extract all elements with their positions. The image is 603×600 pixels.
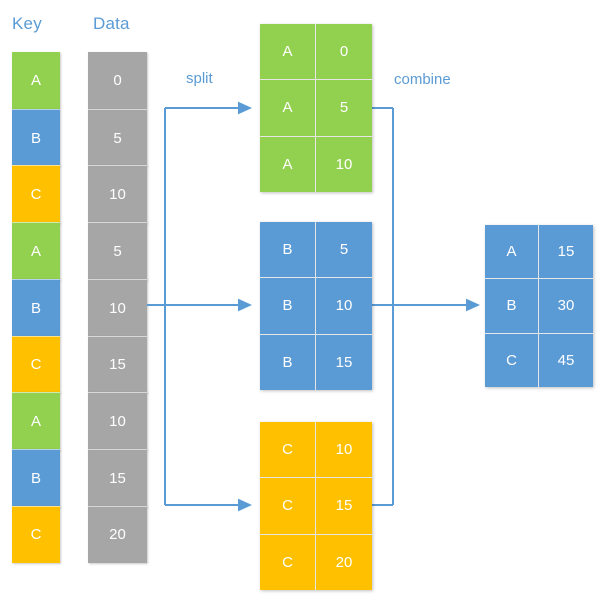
- group-a-value-cell: 5: [316, 80, 372, 137]
- key-cell: A: [12, 222, 60, 280]
- group-a-value-cell: 10: [335, 155, 353, 173]
- key-cell: B: [12, 278, 60, 337]
- group-b-key-cell: B: [260, 334, 316, 390]
- data-cell: 5: [88, 222, 147, 280]
- group-a-key-cell: A: [260, 136, 316, 192]
- combined-result-value-cell: 45: [557, 351, 575, 369]
- data-cell: 5: [88, 108, 147, 167]
- key-cell: C: [12, 335, 60, 394]
- group-c-value-cell: 10: [316, 422, 372, 479]
- column-header-key: Key: [12, 14, 42, 33]
- key-cell: C: [12, 165, 60, 224]
- group-b-value-cell: 10: [316, 278, 372, 335]
- data-cell: 20: [88, 505, 147, 564]
- combined-result-value-cell: 15: [539, 225, 593, 280]
- split-label: split: [186, 70, 213, 87]
- group-c-key-cell: C: [260, 478, 316, 535]
- combined-result-key-cell: A: [485, 225, 539, 280]
- combine-label: combine: [394, 71, 451, 88]
- key-cell: A: [12, 52, 60, 109]
- group-a-key-cell: A: [260, 80, 316, 137]
- data-cell: 10: [88, 278, 147, 337]
- group-c-key-cell: C: [260, 422, 316, 479]
- group-a-value-cell: 0: [316, 24, 372, 81]
- column-header-data: Data: [93, 14, 130, 33]
- group-b-value-cell: 5: [316, 222, 372, 279]
- group-b-key-cell: B: [260, 222, 316, 279]
- key-cell: C: [12, 505, 60, 564]
- data-cell: 10: [88, 392, 147, 450]
- key-cell: B: [12, 108, 60, 167]
- data-cell: 10: [88, 165, 147, 224]
- combined-result-value-cell: 30: [539, 279, 593, 334]
- group-b-key-cell: B: [260, 278, 316, 335]
- combined-result-key-cell: C: [485, 333, 539, 387]
- key-cell: B: [12, 448, 60, 507]
- group-c-value-cell: 20: [335, 553, 353, 571]
- group-b-value-cell: 15: [335, 353, 353, 371]
- data-cell: 15: [88, 335, 147, 394]
- data-cell: 0: [88, 52, 147, 109]
- data-cell: 15: [88, 448, 147, 507]
- group-a-key-cell: A: [260, 24, 316, 81]
- key-cell: A: [12, 392, 60, 450]
- group-c-key-cell: C: [260, 534, 316, 590]
- combined-result-key-cell: B: [485, 279, 539, 334]
- group-c-value-cell: 15: [316, 478, 372, 535]
